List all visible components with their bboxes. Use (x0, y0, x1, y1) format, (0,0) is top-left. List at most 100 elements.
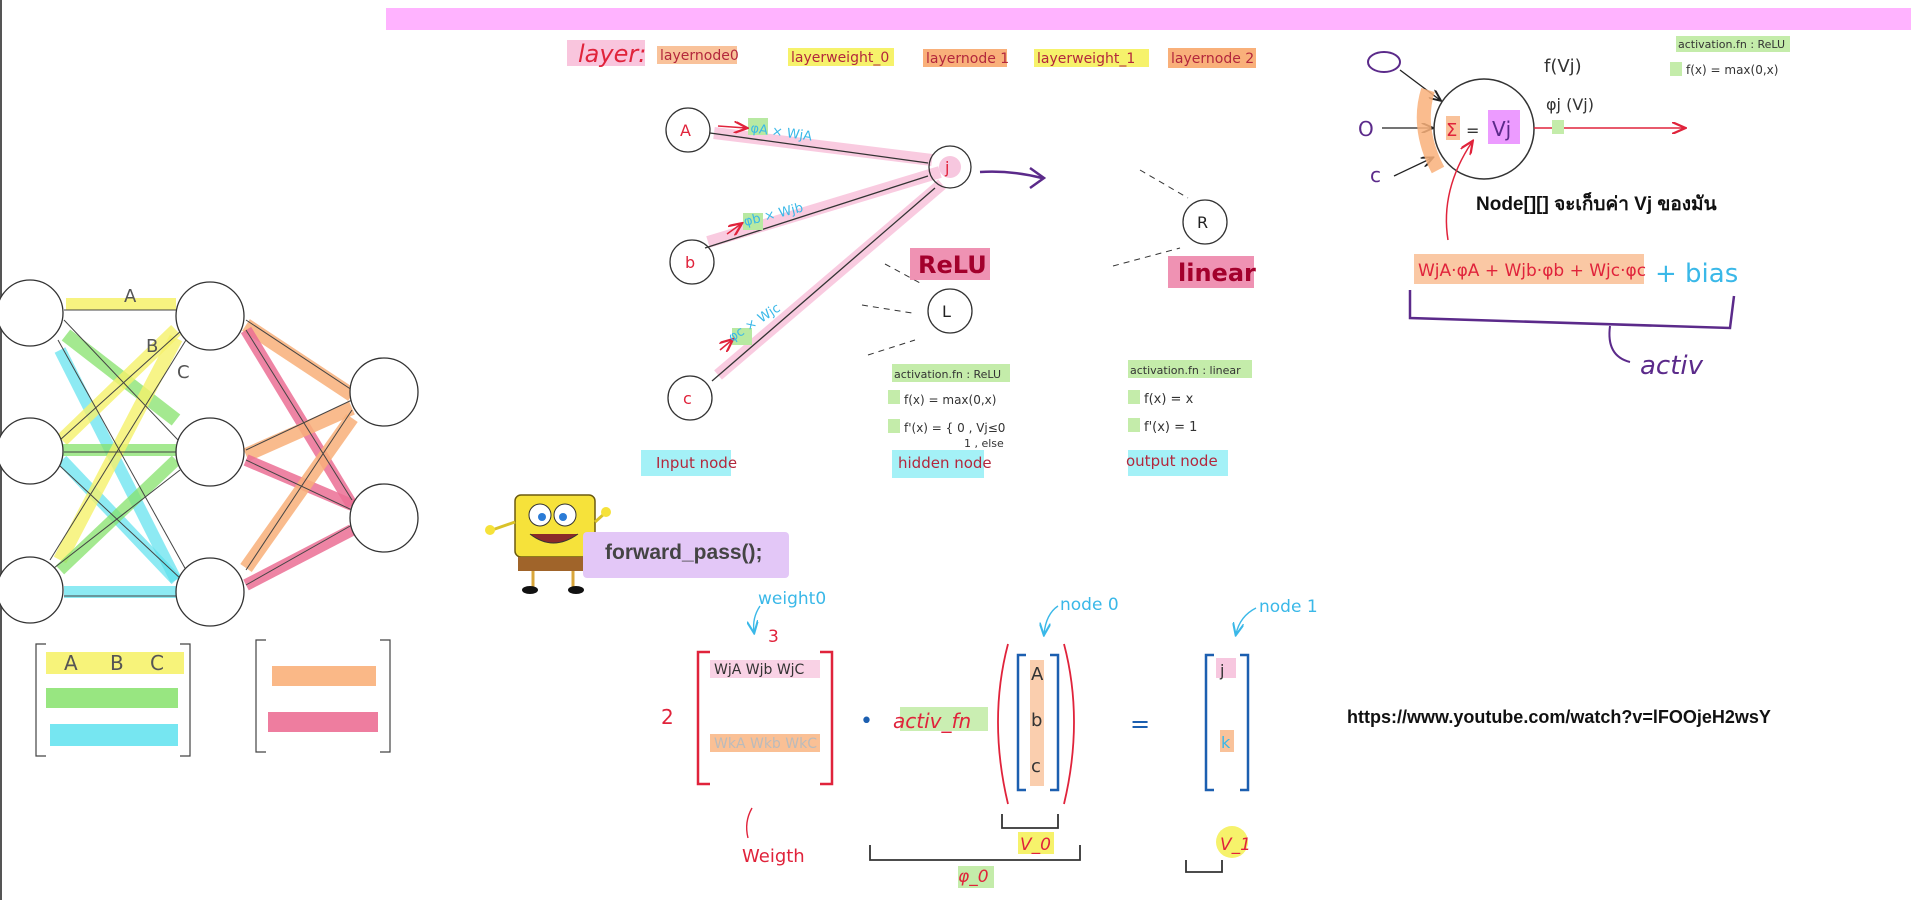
dot-operator: • (860, 709, 873, 734)
weight0-arrow (754, 605, 761, 632)
matrix-equation: weight0 3 2 WjA Wjb WjC WkA Wkb WkC Weig… (661, 589, 1318, 888)
main-network: A b c j L R φA × WjA φb × Wjb φc × Wjc (641, 107, 1256, 478)
phi0-label: φ_0 (958, 867, 989, 887)
tr-activ: activ (1640, 351, 1704, 381)
tr-activation-f: f(x) = max(0,x) (1686, 63, 1778, 77)
out-left-bracket (1204, 653, 1214, 792)
paren-left (997, 643, 1009, 805)
node-b-label: b (685, 253, 695, 272)
vec-b: b (1031, 710, 1042, 731)
hidden-label-bg (892, 450, 984, 478)
out-j: j (1219, 661, 1224, 680)
node0-arrow (1044, 605, 1059, 634)
out-k: k (1221, 733, 1231, 752)
weight-matrix-row1: WjA Wjb WjC (714, 662, 805, 678)
weigth-label: Weigth (742, 846, 805, 867)
dashed-line-4 (1139, 169, 1189, 199)
dim-two: 2 (661, 705, 674, 729)
hidden-info-title-bg (892, 364, 1010, 382)
linear-tag: linear (1178, 259, 1256, 287)
paren-right (1063, 643, 1075, 805)
tr-activation-title: activation.fn : ReLU (1678, 38, 1785, 51)
purple-forward-arrowhead (1029, 166, 1047, 190)
layer-item-2: layernode 1 (926, 51, 1009, 67)
edge-c-j (711, 187, 936, 382)
node1-label: node 1 (1259, 597, 1318, 617)
layer-item-highlight-3 (1034, 49, 1149, 67)
output-section-label: output node (1126, 452, 1218, 470)
node-c-label: c (683, 389, 692, 408)
purple-forward-arrow (979, 170, 1043, 180)
vec-underbrace (1001, 814, 1059, 829)
weight-matrix-row2: WkA Wkb WkC (714, 736, 817, 752)
edge-a-j (709, 132, 929, 164)
weight-matrix-left-bracket (696, 650, 710, 786)
linear-tag-bg (1168, 256, 1254, 288)
top-highlight-band (386, 8, 1911, 30)
tr-neuron-circle (1433, 78, 1535, 180)
layer-item-highlight-4 (1168, 48, 1256, 68)
small-network: A B C A B C (0, 279, 419, 757)
hidden-info-bullet-2 (888, 419, 900, 433)
tr-phij: φj (Vj) (1546, 95, 1594, 114)
hidden-info-bullet-1 (888, 390, 900, 404)
edge-a-highlight (713, 127, 933, 166)
node-l-label: L (942, 302, 951, 321)
tr-input-oval (1367, 51, 1401, 73)
equals-sign: = (1130, 710, 1150, 738)
neuron-detail: activation.fn : ReLU f(x) = max(0,x) O c… (1358, 36, 1790, 381)
weight0-label: weight0 (758, 589, 826, 609)
phi-c-highlight (732, 328, 752, 345)
thai-node-note: Node[][] จะเก็บค่า Vj ของมัน (1476, 194, 1717, 215)
layer-item-highlight-1 (788, 48, 894, 66)
layer-title-highlight (567, 40, 645, 66)
output-info-bullet-2 (1128, 418, 1140, 432)
node1-arrow (1236, 607, 1257, 634)
tr-sigma: Σ (1446, 120, 1457, 141)
small-matrix2-left-bracket (255, 639, 266, 753)
weigth-arrow (745, 807, 753, 839)
arrow-a (717, 126, 746, 128)
small-matrix1-b: B (110, 651, 124, 675)
out-underbrace (1185, 860, 1223, 873)
layer-item-highlight-0 (657, 46, 737, 64)
small-matrix2-right-bracket (380, 639, 391, 753)
output-label-bg (1128, 450, 1228, 476)
svg-text:=: = (1466, 121, 1479, 140)
vec-left-bracket (1016, 653, 1026, 792)
node-r (1182, 199, 1228, 245)
dim-three: 3 (768, 627, 779, 647)
v1-label: V_1 (1220, 835, 1251, 855)
node-a (665, 107, 711, 153)
hidden-info-f: f(x) = max(0,x) (904, 393, 996, 407)
edge-b-j (704, 175, 929, 249)
node-j (928, 145, 972, 189)
small-edge-label-c: C (177, 362, 190, 383)
output-info-fprime: f'(x) = 1 (1144, 420, 1197, 435)
layer-item-0: layernode0 (660, 48, 739, 64)
node-b (669, 239, 715, 285)
node-j-label: j (944, 158, 949, 177)
forward-pass-highlight (583, 532, 789, 578)
node-l (927, 288, 973, 334)
vec-c: c (1031, 756, 1041, 777)
vec-right-bracket (1050, 653, 1060, 792)
small-matrix1-right-bracket (180, 643, 191, 757)
weight-matrix-right-bracket (820, 650, 834, 786)
layers-header: layer: layernode0 layerweight_0 layernod… (567, 40, 1256, 68)
tr-sum-arrow (1445, 142, 1472, 241)
output-info-title-bg (1128, 360, 1252, 378)
tr-sum: WjA·φA + Wjb·φb + Wjc·φc (1418, 261, 1646, 281)
layer-item-highlight-2 (923, 49, 1007, 67)
dashed-line-3 (867, 339, 916, 356)
small-edge-label-b: B (146, 336, 158, 357)
tr-input-o: O (1358, 117, 1374, 141)
dashed-line-2 (861, 304, 913, 314)
tr-bias: + bias (1655, 259, 1738, 289)
layer-item-3: layerweight_1 (1037, 51, 1135, 67)
youtube-url[interactable]: https://www.youtube.com/watch?v=lFOOjeH2… (1347, 707, 1771, 727)
arrow-b (726, 224, 741, 234)
node0-label: node 0 (1060, 595, 1119, 615)
